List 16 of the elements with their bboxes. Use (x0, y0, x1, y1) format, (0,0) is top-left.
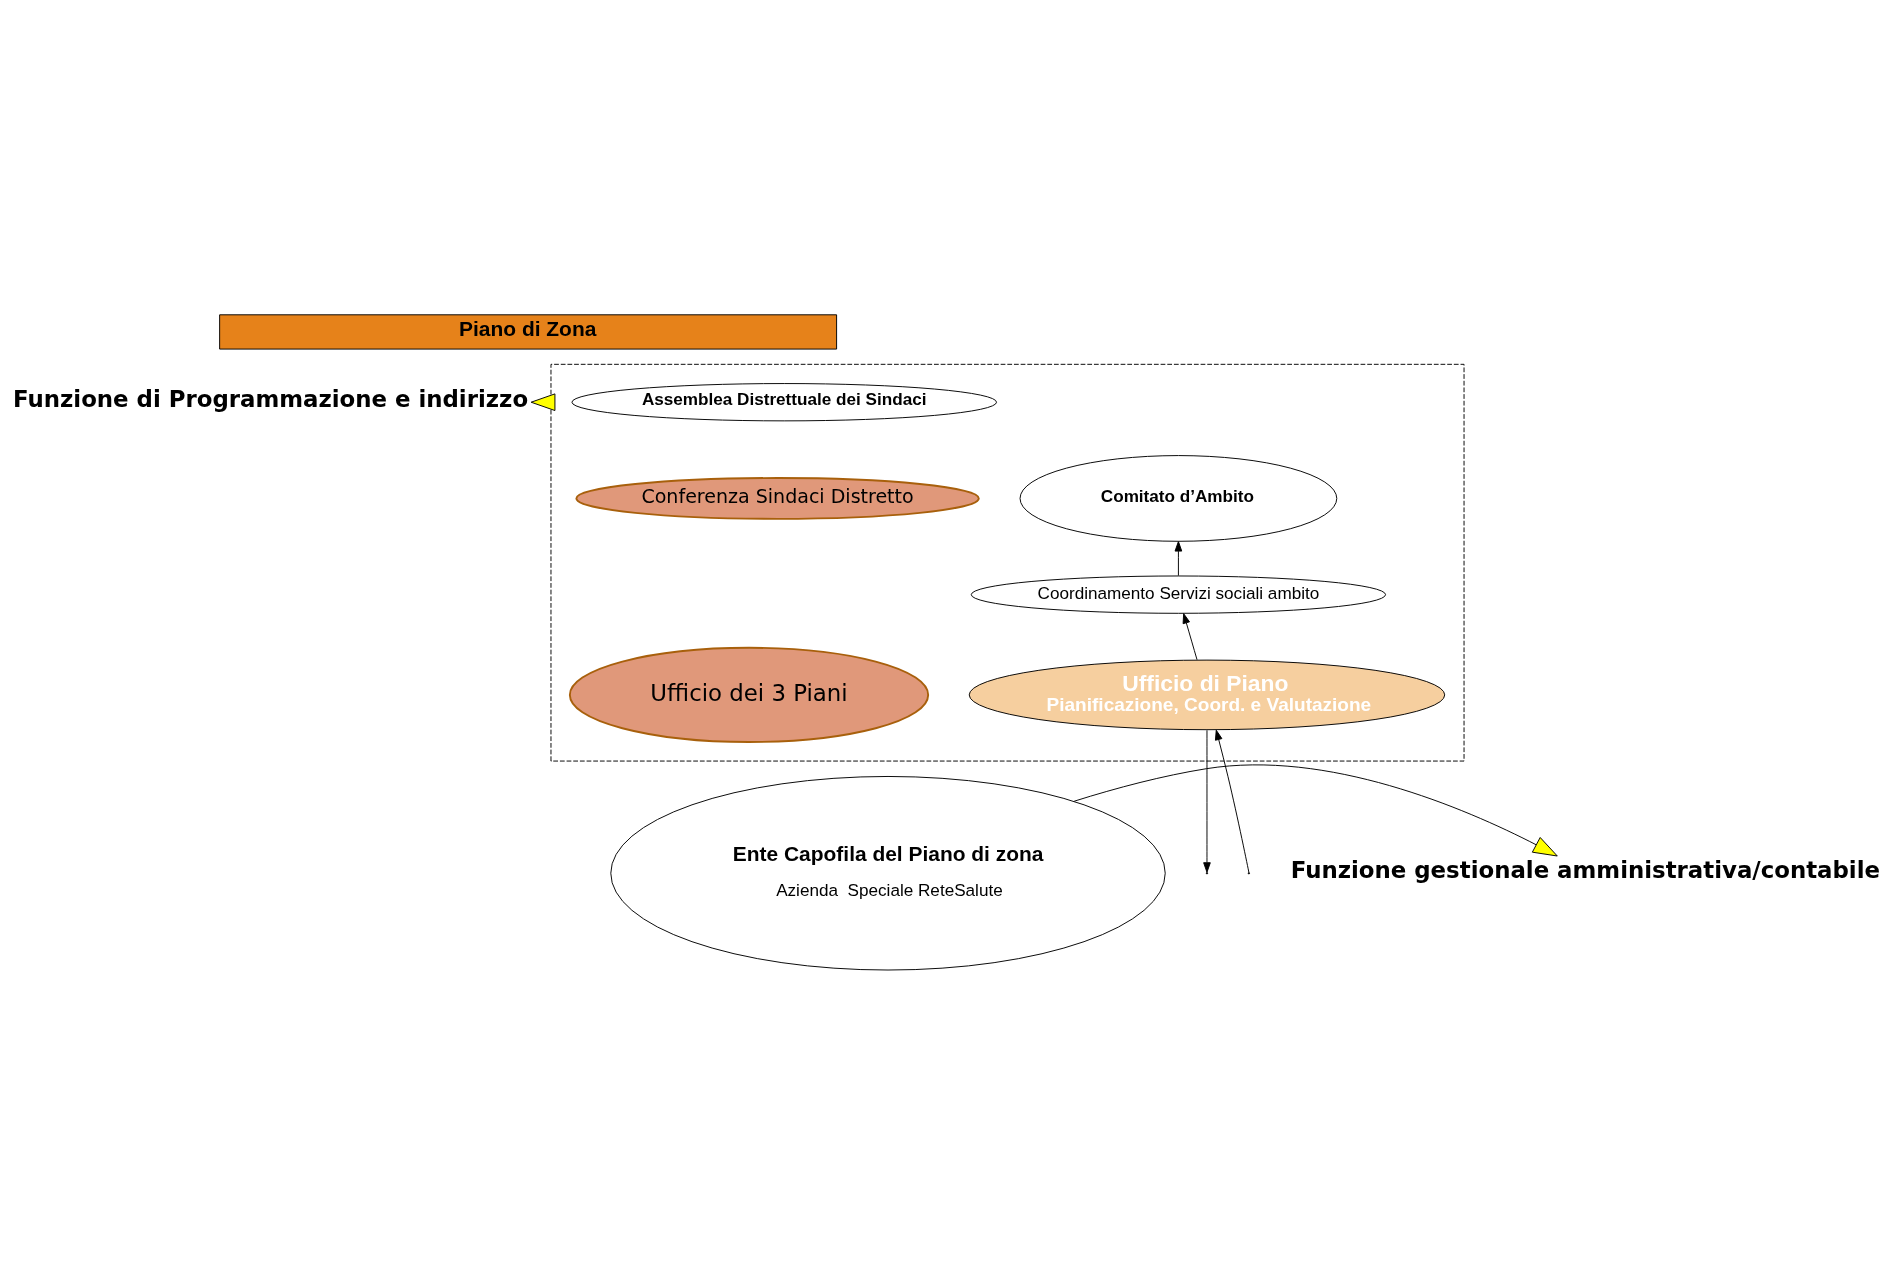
arrow (530, 392, 556, 411)
arrow (1073, 764, 1558, 856)
node-ellipse: Assemblea Distrettuale dei Sindaci (571, 382, 997, 421)
node-ellipse: Ufficio di Piano Pianificazione, Coord. e Valutazione (968, 659, 1446, 730)
arrow (1214, 729, 1250, 873)
node-ellipse: Comitato d’Ambito (1019, 454, 1338, 542)
node-text: Funzione gestionale amministrativa/contabile (1290, 856, 1881, 883)
node-box: Piano di Zona (219, 313, 838, 350)
node-ellipse: Ufficio dei 3 Piani (568, 646, 930, 743)
node-text: Funzione di Programmazione e indirizzo (13, 385, 529, 412)
cluster (550, 363, 1465, 762)
arrow (1174, 540, 1183, 576)
node-ellipse: Ente Capofila del Piano di zona Azienda Speciale ReteSalute (610, 775, 1166, 970)
arrow (1182, 612, 1198, 660)
node-ellipse: Coordinamento Servizi sociali ambito (970, 575, 1387, 614)
node-ellipse: Conferenza Sindaci Distretto (575, 476, 980, 520)
